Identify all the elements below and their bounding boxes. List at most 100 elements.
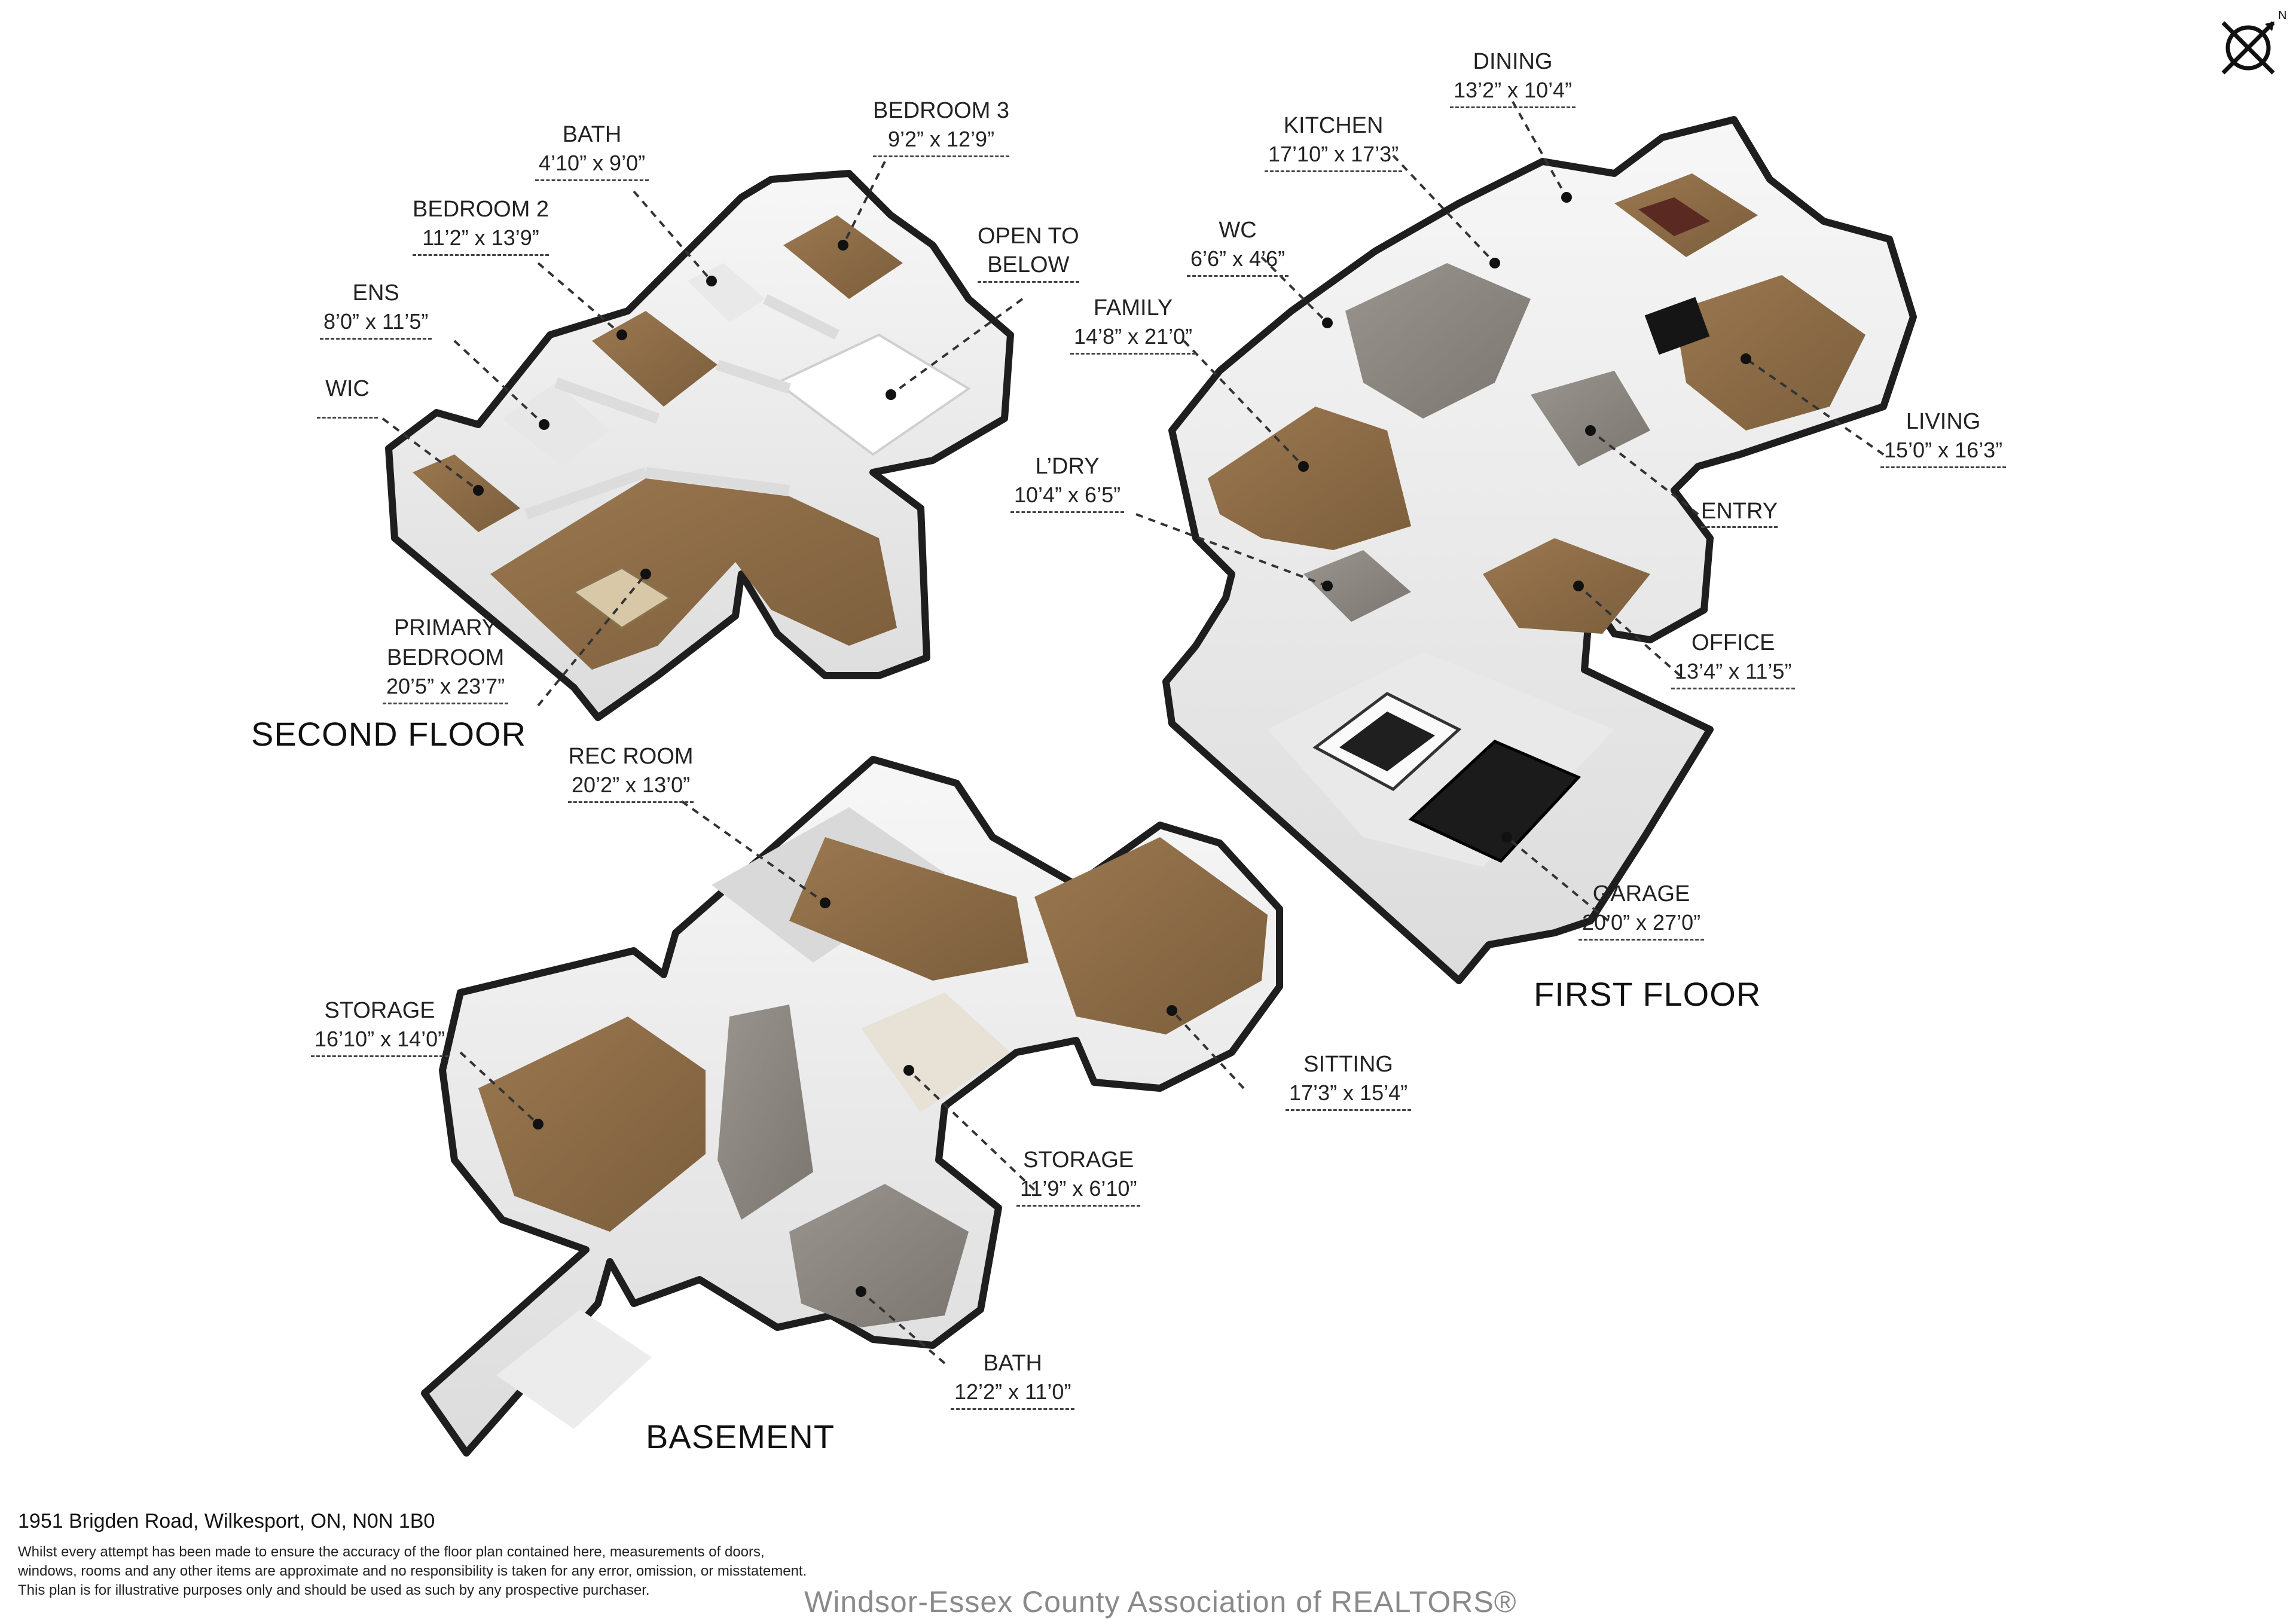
room-dims: 16’10” x 14’0” [311, 1025, 449, 1057]
dining-table [1638, 197, 1710, 236]
room-name: GARAGE [1592, 881, 1690, 906]
room-dims: 20’2” x 13’0” [568, 771, 694, 803]
wic-floor [413, 454, 520, 532]
room-dims: 10’4” x 6’5” [1010, 481, 1125, 513]
ens-floor [502, 383, 610, 466]
room-dims: 20’5” x 23’7” [383, 673, 509, 704]
primary-bedroom-floor [490, 478, 897, 670]
room-label-wc: WC 6’6” x 4’6” [1187, 215, 1289, 277]
room-dims: 6’6” x 4’6” [1187, 245, 1289, 277]
room-label-entry: ENTRY [1701, 496, 1778, 528]
room-name: REC ROOM [568, 744, 694, 769]
living-floor [1674, 275, 1866, 431]
room-name: SITTING [1303, 1052, 1393, 1077]
room-name: BATH [562, 122, 622, 147]
family-floor [1208, 407, 1411, 550]
room-dims: 13’4” x 11’5” [1671, 658, 1796, 689]
compass-letter: N [2278, 9, 2286, 22]
room-name: BEDROOM 3 [873, 98, 1010, 123]
room-label-office: OFFICE 13’4” x 11’5” [1671, 628, 1796, 689]
room-label-open-to-below: OPEN TO BELOW [978, 221, 1079, 283]
kitchen-floor [1345, 263, 1531, 419]
first-floor-plan [1162, 116, 1917, 984]
room-name: OPEN TO [978, 224, 1079, 249]
laundry-floor [1303, 550, 1411, 622]
room-label-kitchen: KITCHEN 17’10” x 17’3” [1265, 111, 1403, 172]
room-name: BATH [983, 1351, 1042, 1376]
open-to-below-area [775, 333, 971, 456]
basement-bath-floor [789, 1184, 969, 1327]
room-label-storage-1: STORAGE 16’10” x 14’0” [311, 996, 449, 1057]
north-arrow-icon: N [2212, 6, 2290, 84]
storage-2-floor [861, 993, 1010, 1112]
room-name: WC [1219, 218, 1257, 243]
room-dims: 17’10” x 17’3” [1265, 141, 1403, 172]
room-dims [317, 404, 378, 419]
basement-stairs-hall [496, 1309, 652, 1429]
office-floor [1483, 538, 1650, 634]
room-name: ENTRY [1701, 496, 1778, 528]
floor-label-basement: BASEMENT [646, 1418, 835, 1455]
room-name: BEDROOM 2 [413, 197, 549, 222]
room-name: FAMILY [1093, 295, 1173, 320]
piano [1644, 297, 1710, 355]
room-label-storage-2: STORAGE 11’9” x 6’10” [1016, 1145, 1141, 1207]
room-dims: 11’9” x 6’10” [1016, 1175, 1141, 1207]
sitting-floor [1034, 837, 1268, 1034]
room-dims: 15’0” x 16’3” [1880, 436, 2007, 468]
primary-bed [572, 567, 671, 629]
room-label-wic: WIC [317, 374, 378, 419]
room-name: KITCHEN [1283, 113, 1384, 138]
room-dims: 9’2” x 12’9” [873, 126, 1010, 157]
room-dims: 4’10” x 9’0” [535, 149, 649, 181]
room-name: STORAGE [324, 998, 435, 1023]
watermark-text: Windsor-Essex County Association of REAL… [804, 1585, 1517, 1619]
room-dims: 17’3” x 15’4” [1286, 1079, 1412, 1111]
room-label-bath: BATH 4’10” x 9’0” [535, 120, 649, 181]
room-name: DINING [1473, 49, 1553, 74]
disclaimer-line-3: This plan is for illustrative purposes o… [18, 1582, 650, 1598]
floor-label-second: SECOND FLOOR [251, 715, 527, 753]
room-leader-lines [381, 101, 1885, 1364]
room-name: OFFICE [1692, 630, 1775, 655]
bedroom-3-floor [783, 215, 903, 299]
white-car-roof [1339, 712, 1435, 771]
room-label-basement-bath: BATH 12’2” x 11’0” [951, 1348, 1075, 1410]
entry-floor [1531, 371, 1650, 466]
room-name: STORAGE [1023, 1147, 1134, 1173]
basement-plan [421, 756, 1283, 1457]
property-address: 1951 Brigden Road, Wilkesport, ON, N0N 1… [18, 1510, 435, 1533]
room-label-bedroom-3: BEDROOM 3 9’2” x 12’9” [873, 96, 1010, 157]
floor-label-first: FIRST FLOOR [1534, 975, 1761, 1013]
bath-floor [688, 263, 765, 323]
room-name: BEDROOM [386, 645, 505, 670]
room-label-dining: DINING 13’2” x 10’4” [1450, 47, 1576, 108]
room-label-bedroom-2: BEDROOM 2 11’2” x 13’9” [413, 194, 549, 256]
room-dims: 11’2” x 13’9” [413, 224, 549, 256]
room-label-primary-bedroom: PRIMARY BEDROOM 20’5” x 23’7” [383, 613, 509, 704]
room-dims: 12’2” x 11’0” [951, 1378, 1075, 1410]
room-label-garage: GARAGE 20’0” x 27’0” [1578, 879, 1705, 941]
second-floor-interior-walls [524, 294, 840, 520]
room-name: ENS [352, 280, 399, 306]
black-truck [1408, 740, 1581, 863]
room-dims: 20’0” x 27’0” [1578, 909, 1705, 941]
basement-corridor [718, 1005, 813, 1220]
room-label-laundry: L’DRY 10’4” x 6’5” [1010, 451, 1125, 513]
room-name: PRIMARY [393, 615, 497, 640]
second-floor-plan [385, 170, 1014, 721]
disclaimer-line-1: Whilst every attempt has been made to en… [18, 1544, 765, 1560]
room-label-living: LIVING 15’0” x 16’3” [1880, 407, 2007, 468]
room-name: LIVING [1906, 409, 1981, 434]
room-label-rec-room: REC ROOM 20’2” x 13’0” [568, 741, 694, 803]
room-name: L’DRY [1035, 454, 1100, 479]
room-dims: 13’2” x 10’4” [1450, 77, 1576, 108]
room-dims: BELOW [978, 251, 1079, 283]
room-label-family: FAMILY 14’8” x 21’0” [1070, 293, 1196, 355]
room-dims: 14’8” x 21’0” [1070, 323, 1196, 355]
room-label-sitting: SITTING 17’3” x 15’4” [1286, 1049, 1412, 1111]
room-label-ens: ENS 8’0” x 11’5” [320, 278, 432, 340]
room-markers [473, 192, 1751, 1297]
disclaimer-line-2: windows, rooms and any other items are a… [18, 1563, 807, 1579]
